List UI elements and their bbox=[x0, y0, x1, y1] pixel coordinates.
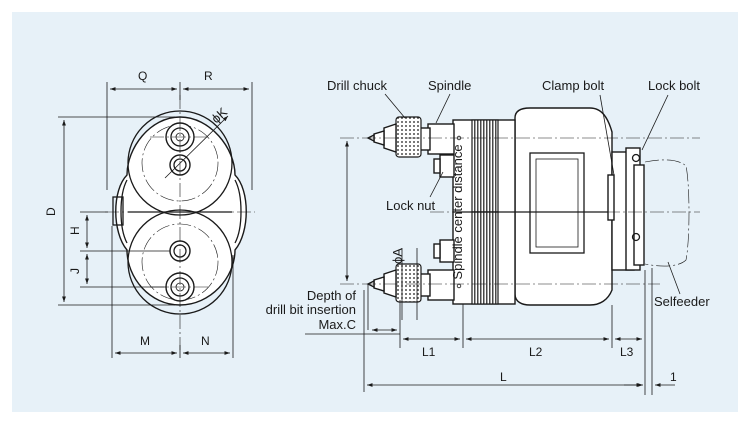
label-spindle-center-distance: Spindle center distance bbox=[450, 144, 465, 279]
dim-l: L bbox=[500, 370, 507, 384]
upper-drill-chuck bbox=[366, 116, 455, 158]
dim-m: M bbox=[140, 334, 150, 348]
label-lock-nut: Lock nut bbox=[386, 198, 436, 213]
label-phi-a: ϕA bbox=[390, 248, 405, 264]
front-side-boss bbox=[112, 196, 124, 226]
dim-j: J bbox=[68, 268, 82, 274]
front-view: ϕK Q R D H J M N bbox=[44, 69, 255, 358]
dim-d: D bbox=[44, 207, 58, 216]
label-clamp-bolt: Clamp bolt bbox=[542, 78, 605, 93]
dim-n: N bbox=[201, 334, 210, 348]
label-spindle: Spindle bbox=[428, 78, 471, 93]
dim-l3: L3 bbox=[620, 345, 634, 359]
label-depth-line2: drill bit insertion bbox=[266, 302, 356, 317]
label-lock-bolt: Lock bolt bbox=[648, 78, 700, 93]
ribbed-collar-upper bbox=[471, 119, 499, 213]
side-view: Spindle center distance ϕA Drill chuck S… bbox=[266, 78, 710, 395]
k-diameter-arrow bbox=[164, 115, 229, 179]
ribbed-collar-lower bbox=[471, 211, 499, 305]
dim-l2: L2 bbox=[529, 345, 543, 359]
dim-r: R bbox=[204, 69, 213, 83]
selfeeder-outline bbox=[644, 159, 690, 267]
dim-one: 1 bbox=[670, 370, 677, 384]
label-drill-chuck: Drill chuck bbox=[327, 78, 387, 93]
dim-h: H bbox=[68, 226, 82, 235]
dim-q: Q bbox=[138, 69, 147, 83]
side-main-housing bbox=[514, 107, 613, 306]
label-selfeeder: Selfeeder bbox=[654, 294, 710, 309]
label-depth-line3: Max.C bbox=[318, 317, 356, 332]
label-depth-line1: Depth of bbox=[307, 288, 357, 303]
dim-l1: L1 bbox=[422, 345, 436, 359]
